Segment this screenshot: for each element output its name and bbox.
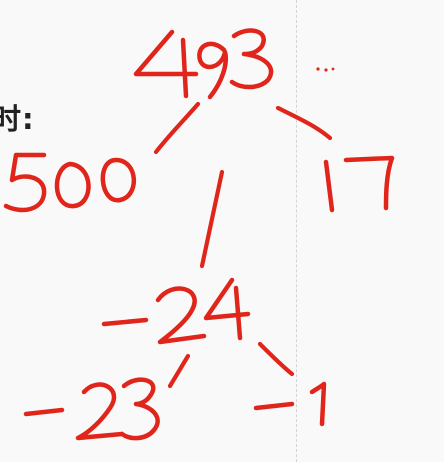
node-493	[133, 28, 274, 100]
edge-493-17	[275, 105, 333, 141]
node-minus23	[23, 377, 160, 441]
edge-493-minus24	[199, 169, 225, 269]
side-label: 时:	[0, 102, 35, 136]
dashed-guide-line	[296, 0, 297, 462]
node-500	[3, 152, 137, 213]
edge-minus24-minus23	[167, 353, 191, 389]
node-minus24	[101, 277, 251, 345]
edge-minus24-minus1	[257, 341, 295, 377]
node-17	[323, 155, 395, 213]
ink-dots	[316, 67, 335, 72]
node-minus1	[253, 381, 327, 427]
edge-493-500	[153, 101, 201, 155]
